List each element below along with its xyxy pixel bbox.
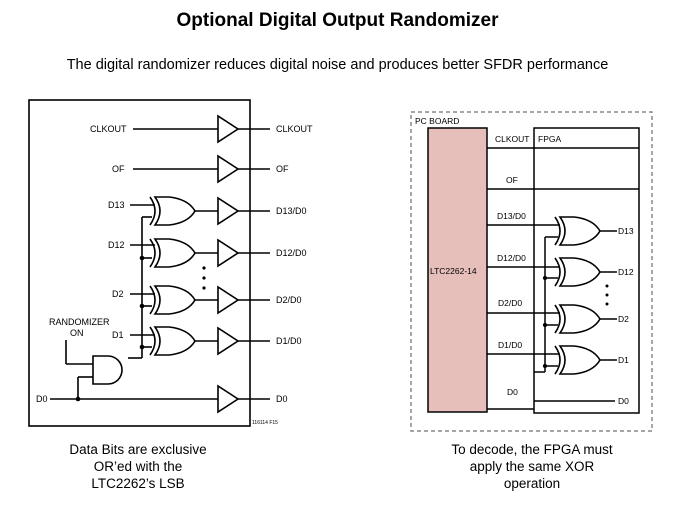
adc-chip bbox=[427, 127, 488, 413]
right-line-d12: D12/D0 bbox=[497, 253, 526, 263]
left-out-d12: D12/D0 bbox=[276, 248, 307, 258]
right-labels: PC BOARD LTC2262-14 FPGA CLKOUT OF D13/D… bbox=[415, 116, 634, 406]
left-in-of: OF bbox=[112, 164, 125, 174]
left-caption-line: OR’ed with the bbox=[93, 459, 183, 474]
pc-board-label: PC BOARD bbox=[415, 116, 459, 126]
left-labels: CLKOUT OF D13 D12 D2 D1 D0 RANDOMIZER ON… bbox=[36, 124, 313, 426]
right-caption-line: To decode, the FPGA must bbox=[451, 442, 613, 457]
right-caption: To decode, the FPGA must apply the same … bbox=[412, 441, 652, 492]
right-out-d1: D1 bbox=[618, 355, 629, 365]
left-out-of: OF bbox=[276, 164, 289, 174]
fpga-label: FPGA bbox=[538, 134, 561, 144]
left-in-d1: D1 bbox=[112, 330, 124, 340]
left-in-clkout: CLKOUT bbox=[90, 124, 127, 134]
left-out-clkout: CLKOUT bbox=[276, 124, 313, 134]
right-out-d0: D0 bbox=[618, 396, 629, 406]
right-out-d12: D12 bbox=[618, 267, 634, 277]
right-junction-dots bbox=[542, 275, 609, 369]
left-chip-outline bbox=[28, 99, 251, 427]
left-caption-line: Data Bits are exclusive bbox=[69, 442, 207, 457]
left-in-d2: D2 bbox=[112, 289, 124, 299]
fpga-box bbox=[533, 127, 640, 414]
right-schematic bbox=[410, 111, 653, 432]
left-out-d1: D1/D0 bbox=[276, 336, 302, 346]
adc-label: LTC2262-14 bbox=[430, 266, 477, 276]
left-schematic bbox=[28, 99, 270, 427]
right-caption-line: operation bbox=[503, 476, 561, 491]
left-out-d2: D2/D0 bbox=[276, 295, 302, 305]
slide-subtitle: The digital randomizer reduces digital n… bbox=[66, 57, 609, 73]
left-caption-line: LTC2262’s LSB bbox=[91, 476, 185, 491]
left-randomizer-on: ON bbox=[70, 328, 84, 338]
left-in-d13: D13 bbox=[108, 200, 125, 210]
right-out-d13: D13 bbox=[618, 226, 634, 236]
pc-board-outline bbox=[410, 111, 653, 432]
slide-title: Optional Digital Output Randomizer bbox=[176, 10, 499, 31]
right-xor-gates bbox=[554, 216, 601, 375]
right-out-d2: D2 bbox=[618, 314, 629, 324]
right-line-d2: D2/D0 bbox=[498, 298, 522, 308]
left-randomizer-label: RANDOMIZER bbox=[49, 317, 110, 327]
left-caption: Data Bits are exclusive OR’ed with the L… bbox=[28, 441, 248, 492]
right-line-d13: D13/D0 bbox=[497, 211, 526, 221]
right-caption-line: apply the same XOR bbox=[469, 459, 595, 474]
right-line-d0: D0 bbox=[507, 387, 518, 397]
right-line-clkout: CLKOUT bbox=[495, 134, 529, 144]
left-junction-dots bbox=[75, 255, 206, 402]
left-xor-gates bbox=[149, 196, 196, 356]
left-in-d0: D0 bbox=[36, 394, 48, 404]
left-out-d0: D0 bbox=[276, 394, 288, 404]
left-buffers bbox=[217, 115, 239, 413]
right-line-of: OF bbox=[506, 175, 518, 185]
left-in-d12: D12 bbox=[108, 240, 125, 250]
left-out-d13: D13/D0 bbox=[276, 206, 307, 216]
right-line-d1: D1/D0 bbox=[498, 340, 522, 350]
left-fig-id: 116114 F15 bbox=[252, 420, 278, 426]
